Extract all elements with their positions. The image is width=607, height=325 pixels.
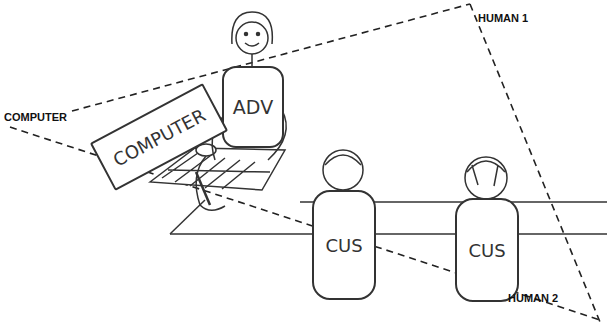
node-text: ADV [233,96,273,118]
hair [467,161,505,186]
node-text: CUS [468,240,505,261]
customer-body: CUS [455,198,519,302]
head [465,157,507,199]
node-text: CUS [325,235,362,256]
keyboard-keys [162,153,270,189]
eye [257,33,260,36]
smile [245,43,259,46]
neck [251,54,253,66]
head [236,22,268,54]
corner-label: HUMAN 2 [508,292,558,304]
corner-label: COMPUTER [4,111,67,123]
eye [245,33,248,36]
customer-body: CUS [312,190,376,300]
advisor-body: ADV [222,66,284,148]
mouse-cable [196,156,225,210]
desk-edge [170,233,607,235]
head [323,150,363,190]
corner-label: HUMAN 1 [478,12,528,24]
monitor-stand [196,172,210,205]
hair [325,155,361,165]
